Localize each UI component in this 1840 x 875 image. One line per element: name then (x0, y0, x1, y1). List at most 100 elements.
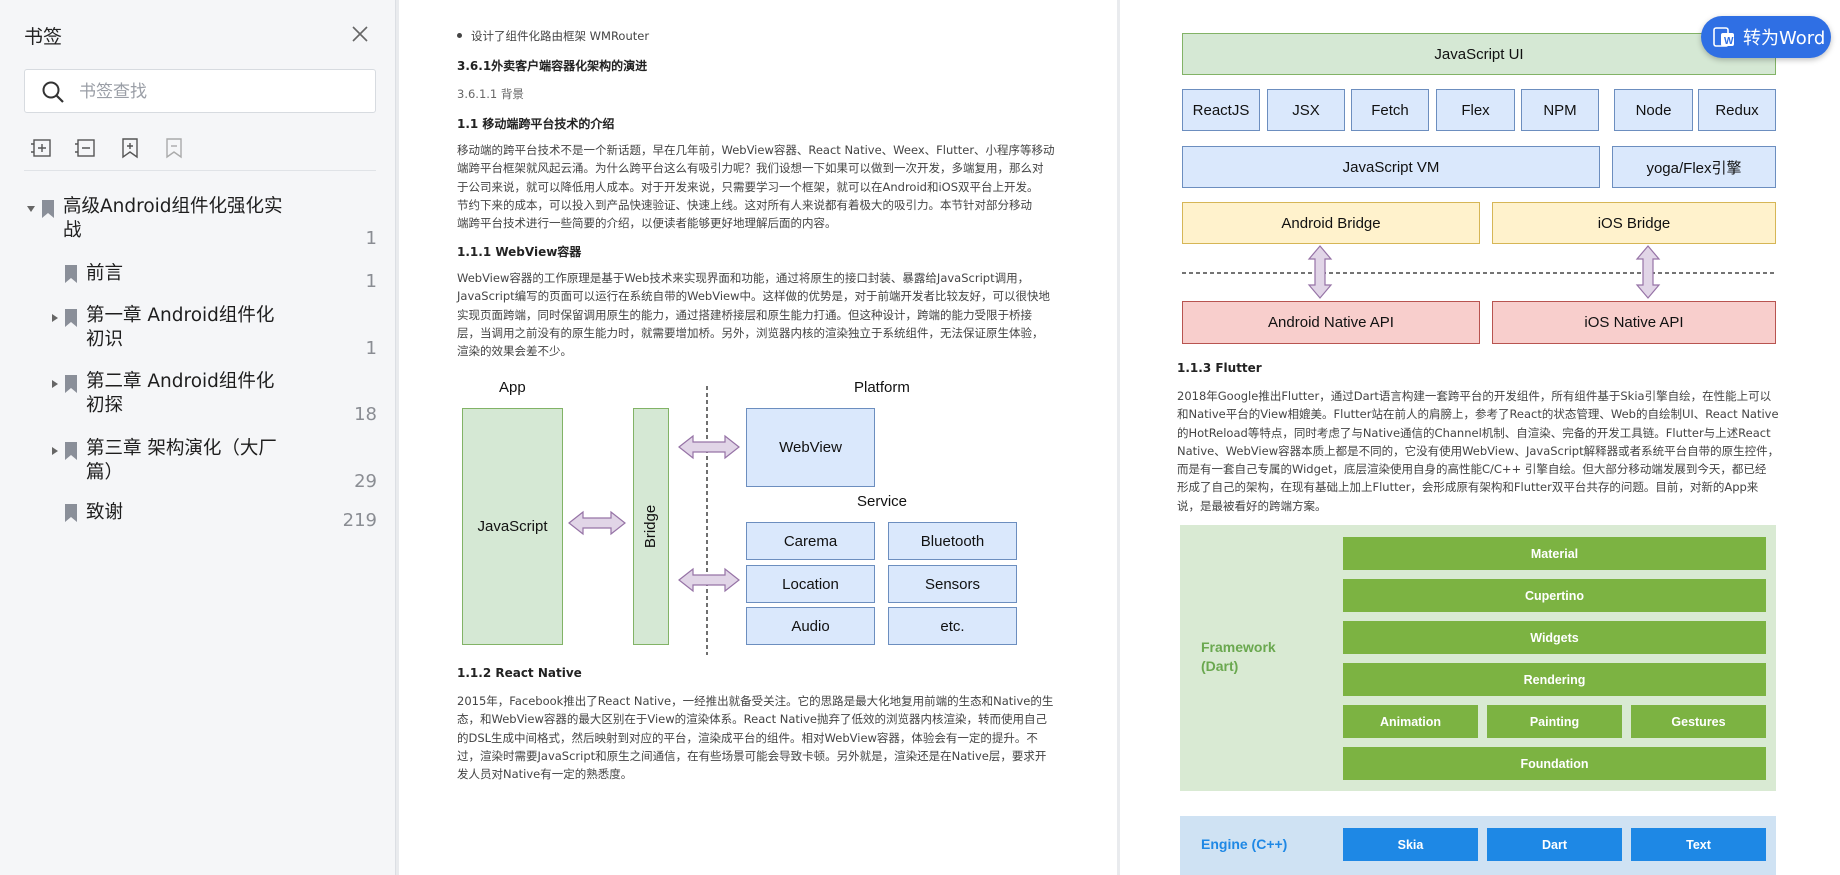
page-number: 1 (365, 271, 377, 292)
lib-box: Fetch (1351, 89, 1429, 131)
bookmark-icon[interactable] (162, 136, 186, 160)
bookmark-toolbar (30, 136, 186, 160)
lib-box: Node (1614, 89, 1693, 131)
text-line: 过，渲染时需要JavaScript和原生之间通信，在有些场景可能会导致卡顿。另外… (457, 748, 1047, 763)
text-line: 于公司来说，就可以降低用人成本。对于开发来说，只需要学习一个框架，就可以在And… (457, 179, 1039, 194)
bookmark-icon (42, 200, 54, 218)
javascript-box: JavaScript (462, 408, 563, 645)
document-page-right: JavaScript UI ReactJS JSX Fetch Flex NPM… (1120, 0, 1840, 875)
text-line: 而是有一套自己专属的Widget，底层渲染使用自身的高性能C/C++ 引擎自绘。… (1177, 462, 1767, 477)
foundation-layer: Foundation (1343, 747, 1766, 780)
chevron-right-icon[interactable] (49, 445, 61, 457)
word-icon: W (1713, 26, 1735, 48)
bullet-item: 设计了组件化路由框架 WMRouter (457, 28, 649, 44)
text-line: 的DSL生成中间格式，然后映射到对应的平台，渲染成平台的组件。相对WebView… (457, 730, 1038, 745)
page-number: 1 (365, 338, 377, 359)
paragraph: 2015年，Facebook推出了React Native，一经推出就备受关注。… (457, 692, 1064, 783)
ios-bridge-box: iOS Bridge (1492, 202, 1776, 244)
text-line: 端跨平台技术进行一些简要的介绍，以便读者能够更好地理解后面的内容。 (457, 216, 837, 231)
add-bookmark-icon[interactable] (30, 136, 54, 160)
lib-box: Flex (1436, 89, 1515, 131)
bookmark-icon (65, 265, 77, 283)
text-line: Native、WebView容器本质上都是不同的，它没有使用WebView、Ja… (1177, 443, 1780, 458)
service-box: Carema (746, 522, 875, 560)
page-number: 219 (342, 510, 377, 531)
text-line: 2015年，Facebook推出了React Native，一经推出就备受关注。… (457, 694, 1054, 708)
lib-box: Redux (1698, 89, 1776, 131)
convert-to-word-button[interactable]: W 转为Word (1701, 16, 1831, 58)
webview-box: WebView (746, 408, 875, 487)
bookmark-label: 第二章 Android组件化 (86, 371, 275, 392)
android-native-box: Android Native API (1182, 301, 1480, 344)
divider (24, 170, 376, 171)
chevron-right-icon[interactable] (49, 312, 61, 324)
bridge-connectors (1182, 245, 1776, 299)
animation-layer: Animation (1343, 705, 1478, 738)
text-line: 说，是最被看好的跨端方案。 (1177, 498, 1327, 513)
page-number: 18 (354, 404, 377, 425)
framework-label: Framework (Dart) (1201, 638, 1276, 676)
bookmark-label: 前言 (86, 263, 124, 284)
platform-label: Platform (854, 379, 910, 396)
painting-layer: Painting (1487, 705, 1622, 738)
bookmark-icon (65, 309, 77, 327)
bookmark-label: 致谢 (86, 502, 124, 523)
chevron-down-icon[interactable] (25, 203, 37, 215)
dart-layer: Dart (1487, 828, 1622, 861)
lib-box: NPM (1521, 89, 1599, 131)
search-input[interactable] (77, 70, 366, 114)
framework-label-line: Framework (1201, 639, 1276, 655)
service-box: Location (746, 565, 875, 603)
app-label: App (499, 379, 526, 396)
text-line: JavaScript编写的页面可以运行在系统自带的WebView中。这样做的优势… (457, 289, 1051, 304)
bookmark-panel: 书签 高级Android组件化强化实 战 1 前言 1 (0, 0, 396, 875)
js-ui-box: JavaScript UI (1182, 33, 1776, 75)
text-line: WebView容器的工作原理是基于Web技术来实现界面和功能，通过将原生的接口封… (457, 271, 1030, 285)
text-line: 端跨平台框架就风起云涌。为什么跨平台这么有吸引力呢？我们设想一下如果可以做到一次… (457, 161, 1044, 176)
bullet-text: 设计了组件化路由框架 WMRouter (471, 29, 650, 43)
ios-native-box: iOS Native API (1492, 301, 1776, 344)
bookmark-label: 高级Android组件化强化实 (63, 196, 283, 217)
bookmark-icon (65, 504, 77, 522)
service-box: Bluetooth (888, 522, 1017, 560)
service-box: Audio (746, 607, 875, 645)
text-line: 层，当调用之前没有的原生能力时，就需要增加桥。另外，浏览器内核的渲染独立于系统组… (457, 325, 1044, 340)
text-line: 渲染的效果会差不少。 (457, 344, 572, 359)
paragraph: 移动端的跨平台技术不是一个新话题，早在几年前，WebView容器、React N… (457, 141, 1064, 232)
bookmark-label: 第三章 架构演化（大厂 (86, 438, 277, 459)
text-line: 2018年Google推出Flutter，通过Dart语言构建一套跨平台的开发组… (1177, 389, 1772, 403)
material-layer: Material (1343, 537, 1766, 570)
close-icon[interactable] (348, 22, 372, 46)
text-line: 实现页面跨端，同时保留调用原生的能力，通过搭建桥接层和原生能力打通。但这种设计，… (457, 307, 1032, 322)
bookmark-add-icon[interactable] (118, 136, 142, 160)
chevron-right-icon[interactable] (49, 378, 61, 390)
text-layer: Text (1631, 828, 1766, 861)
bookmark-label: 初识 (86, 329, 124, 350)
document-page-left: 设计了组件化路由框架 WMRouter 3.6.1外卖客户端容器化架构的演进 3… (399, 0, 1117, 875)
paragraph: 2018年Google推出Flutter，通过Dart语言构建一套跨平台的开发组… (1177, 387, 1789, 515)
bookmark-icon (65, 375, 77, 393)
bookmark-icon (65, 442, 77, 460)
paragraph: WebView容器的工作原理是基于Web技术来实现界面和功能，通过将原生的接口封… (457, 269, 1064, 360)
section-heading: 3.6.1外卖客户端容器化架构的演进 (457, 59, 648, 73)
bridge-box: Bridge (633, 408, 669, 645)
subsection-heading: 1.1.2 React Native (457, 666, 582, 680)
subsection-heading: 1.1.3 Flutter (1177, 361, 1262, 375)
service-box: etc. (888, 607, 1017, 645)
text-line: 态，和WebView容器的最大区别在于View的渲染体系。React Nativ… (457, 712, 1047, 727)
bookmark-label: 初探 (86, 395, 124, 416)
lib-box: JSX (1267, 89, 1345, 131)
gestures-layer: Gestures (1631, 705, 1766, 738)
widgets-layer: Widgets (1343, 621, 1766, 654)
subsection-heading: 1.1.1 WebView容器 (457, 245, 582, 259)
text-line: 的HotReload等特点，同时考虑了与Native通信的Channel机制、自… (1177, 425, 1771, 440)
remove-bookmark-icon[interactable] (74, 136, 98, 160)
service-label: Service (857, 493, 908, 510)
text-line: 发人员对Native有一定的熟悉度。 (457, 767, 633, 782)
subsection-heading: 3.6.1.1 背景 (457, 87, 524, 101)
text-line: 移动端的跨平台技术不是一个新话题，早在几年前，WebView容器、React N… (457, 143, 1055, 157)
lib-box: ReactJS (1182, 89, 1260, 131)
bookmark-label: 篇） (86, 462, 124, 483)
rendering-layer: Rendering (1343, 663, 1766, 696)
svg-text:W: W (1724, 36, 1734, 47)
